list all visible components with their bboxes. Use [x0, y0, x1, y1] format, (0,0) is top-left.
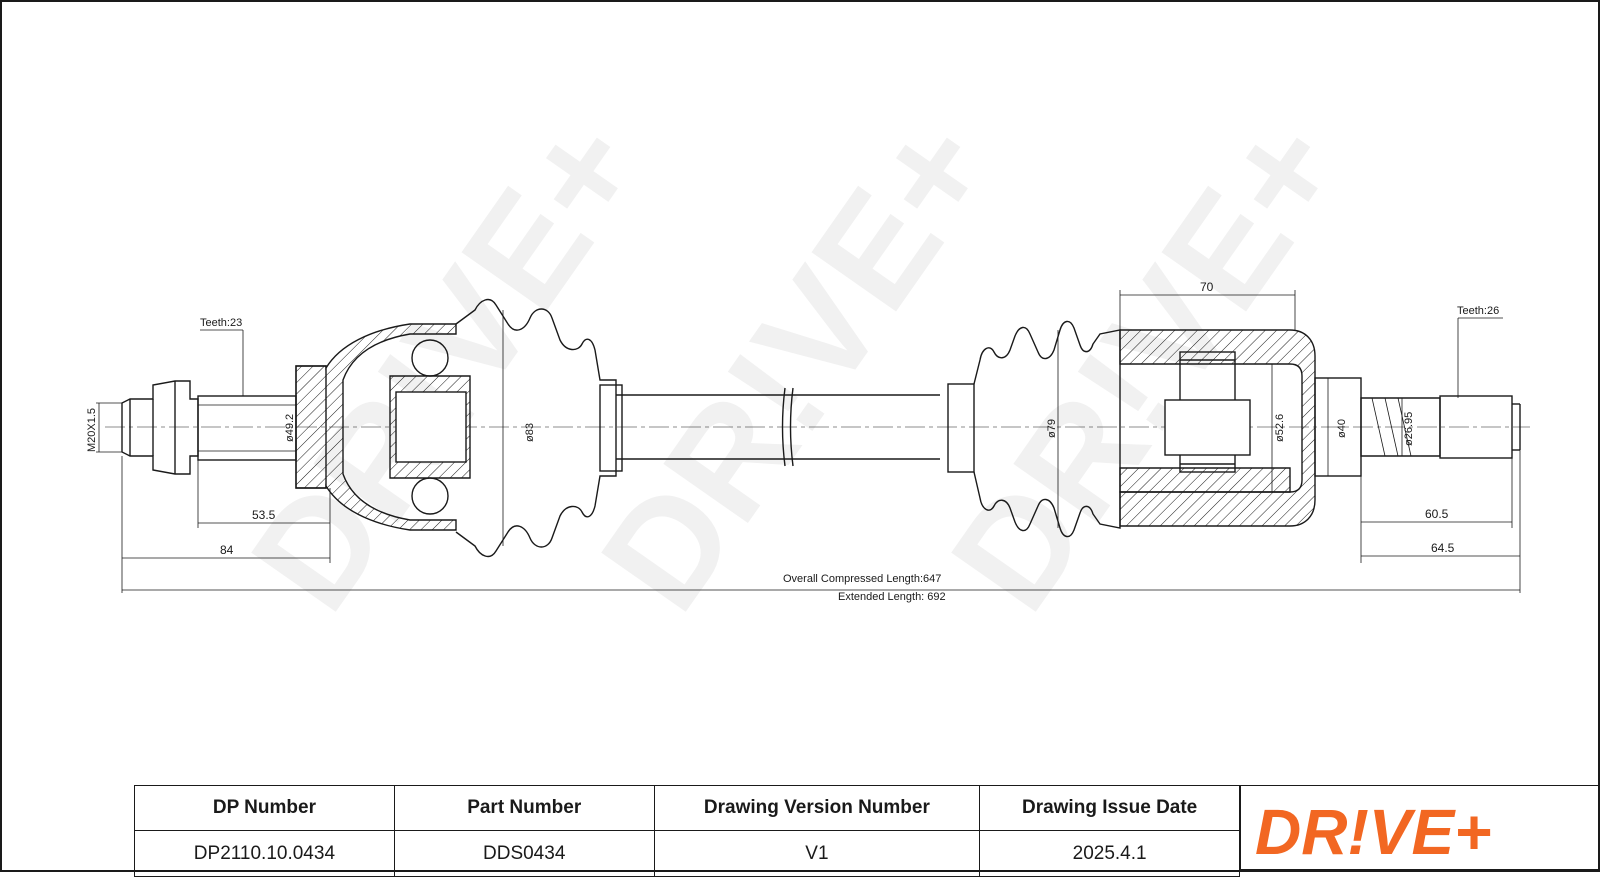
title-block-value-row: DP2110.10.0434 DDS0434 V1 2025.4.1 — [134, 830, 1240, 877]
thread-label: M20X1.5 — [86, 408, 98, 452]
len-60-label: 60.5 — [1425, 507, 1449, 521]
right-stub-end — [1439, 395, 1513, 459]
value-part-number: DDS0434 — [393, 830, 655, 877]
d40-label: ø40 — [1336, 419, 1348, 438]
header-issue-date: Drawing Issue Date — [979, 785, 1240, 831]
len-70-label: 70 — [1200, 280, 1214, 294]
shaft-outline — [96, 290, 1530, 593]
left-nut — [121, 380, 199, 475]
extended-length-label: Extended Length: 692 — [838, 591, 946, 603]
value-issue-date: 2025.4.1 — [979, 830, 1240, 877]
title-block-header-row: DP Number Part Number Drawing Version Nu… — [134, 785, 1240, 831]
header-drawing-version: Drawing Version Number — [653, 785, 981, 831]
len-53-label: 53.5 — [252, 508, 276, 522]
left-cv-housing — [295, 323, 457, 531]
title-block: DP Number Part Number Drawing Version Nu… — [134, 785, 1600, 877]
d79-label: ø79 — [1046, 419, 1058, 438]
overall-length-label: Overall Compressed Length:647 — [783, 573, 941, 585]
left-spline-shaft — [197, 395, 297, 461]
dimension-lines — [96, 290, 1521, 593]
d83-label: ø83 — [524, 423, 536, 442]
title-block-table: DP Number Part Number Drawing Version Nu… — [134, 785, 1240, 877]
left-boot — [455, 298, 617, 558]
teeth-left-label: Teeth:23 — [200, 317, 242, 329]
drive-logo: DR!VE+ — [1255, 796, 1492, 868]
logo-cell: DR!VE+ — [1240, 785, 1600, 870]
value-drawing-version: V1 — [653, 830, 981, 877]
len-84-label: 84 — [220, 543, 234, 557]
header-dp-number: DP Number — [134, 785, 395, 831]
value-dp-number: DP2110.10.0434 — [134, 830, 395, 877]
drive-shaft-drawing: DR!VE+ DR!VE+ DR!VE+ — [86, 88, 1530, 638]
dimension-labels: Teeth:23 Teeth:26 M20X1.5 ø49.2 ø83 ø79 … — [86, 280, 1499, 603]
d49-label: ø49.2 — [284, 414, 296, 442]
len-64-label: 64.5 — [1431, 541, 1455, 555]
d26-label: ø26.95 — [1403, 412, 1415, 446]
right-boot — [973, 320, 1121, 538]
logo-text: DR!VE+ — [1255, 796, 1492, 868]
d52-label: ø52.6 — [1274, 414, 1286, 442]
header-part-number: Part Number — [393, 785, 655, 831]
teeth-right-label: Teeth:26 — [1457, 305, 1499, 317]
